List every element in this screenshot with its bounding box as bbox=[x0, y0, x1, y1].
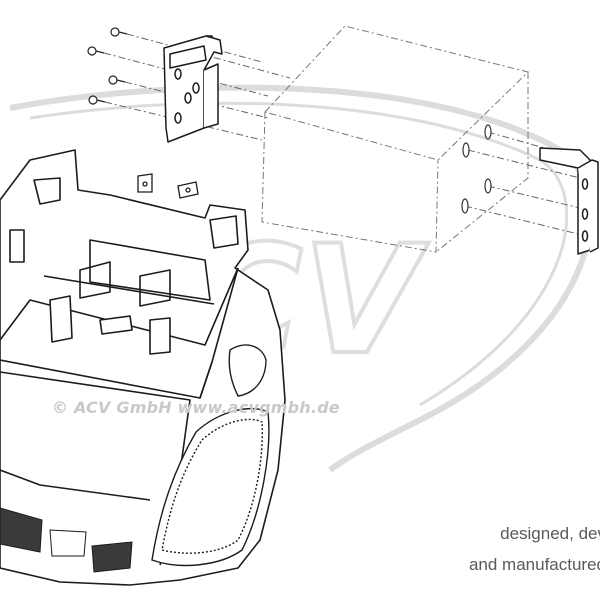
tagline-line-2: and manufactured bbox=[468, 555, 600, 574]
watermark-copyright: © ACV GmbH www.acvgmbh.de bbox=[52, 398, 340, 417]
side-holes bbox=[461, 124, 492, 214]
screw-icon bbox=[88, 95, 106, 105]
left-mounting-bracket bbox=[163, 35, 223, 143]
clip-icon bbox=[137, 173, 153, 193]
clips bbox=[137, 173, 199, 199]
tagline-line-1: designed, dev bbox=[500, 524, 600, 543]
tagline: designed, dev and manufactured bbox=[386, 518, 600, 580]
screw-icon bbox=[87, 46, 105, 56]
bottom-grille bbox=[0, 507, 133, 573]
clip-icon bbox=[177, 181, 199, 199]
right-mounting-bracket bbox=[539, 147, 599, 255]
screw-icon bbox=[108, 75, 126, 85]
screws-left bbox=[87, 27, 128, 105]
radio-unit-outline bbox=[261, 25, 529, 253]
alignment-lines bbox=[103, 33, 587, 235]
side-vent bbox=[151, 344, 270, 567]
screw-icon bbox=[110, 27, 128, 37]
